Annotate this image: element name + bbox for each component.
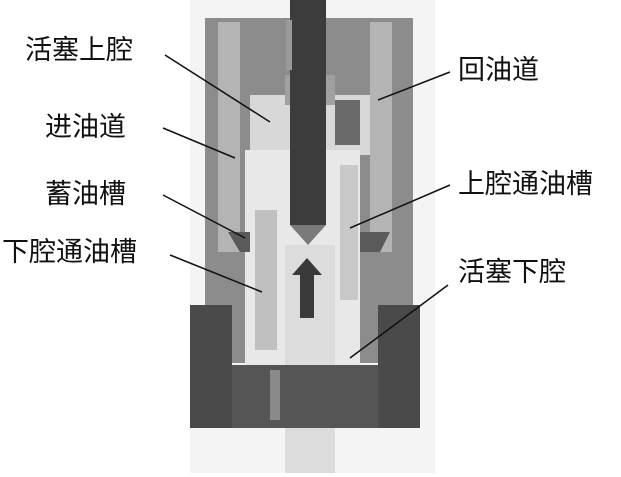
label-piston-upper-chamber: 活塞上腔 (25, 35, 133, 66)
leader-piston-lower-chamber (349, 284, 449, 359)
leader-upper-chamber-oil-groove (349, 184, 451, 229)
oil-inlet-channel (218, 22, 240, 252)
label-oil-storage-groove: 蓄油槽 (45, 179, 126, 210)
label-oil-inlet-passage: 进油道 (45, 112, 126, 143)
base-right (378, 305, 420, 428)
leader-piston-upper-chamber (164, 54, 271, 123)
base-thread (270, 370, 280, 420)
label-lower-chamber-oil-groove: 下腔通油槽 (2, 237, 137, 268)
leader-oil-return-passage (377, 71, 451, 101)
base-left (190, 305, 232, 428)
oil-return-channel (370, 22, 392, 252)
leader-lower-chamber-oil-groove (169, 254, 263, 293)
right-storage-groove (360, 232, 390, 252)
leader-oil-inlet-passage (162, 127, 236, 159)
label-upper-chamber-oil-groove: 上腔通油槽 (458, 169, 593, 200)
base-center (232, 365, 378, 428)
lower-groove (255, 210, 277, 350)
label-piston-lower-chamber: 活塞下腔 (458, 257, 566, 288)
upper-block (335, 100, 360, 145)
leader-oil-storage-groove (162, 194, 246, 239)
piston-rod (290, 0, 326, 225)
rod-thread (286, 20, 292, 70)
upper-groove (340, 165, 358, 300)
rod-tip (290, 225, 326, 245)
label-oil-return-passage: 回油道 (458, 55, 539, 86)
flow-arrow (292, 258, 322, 318)
